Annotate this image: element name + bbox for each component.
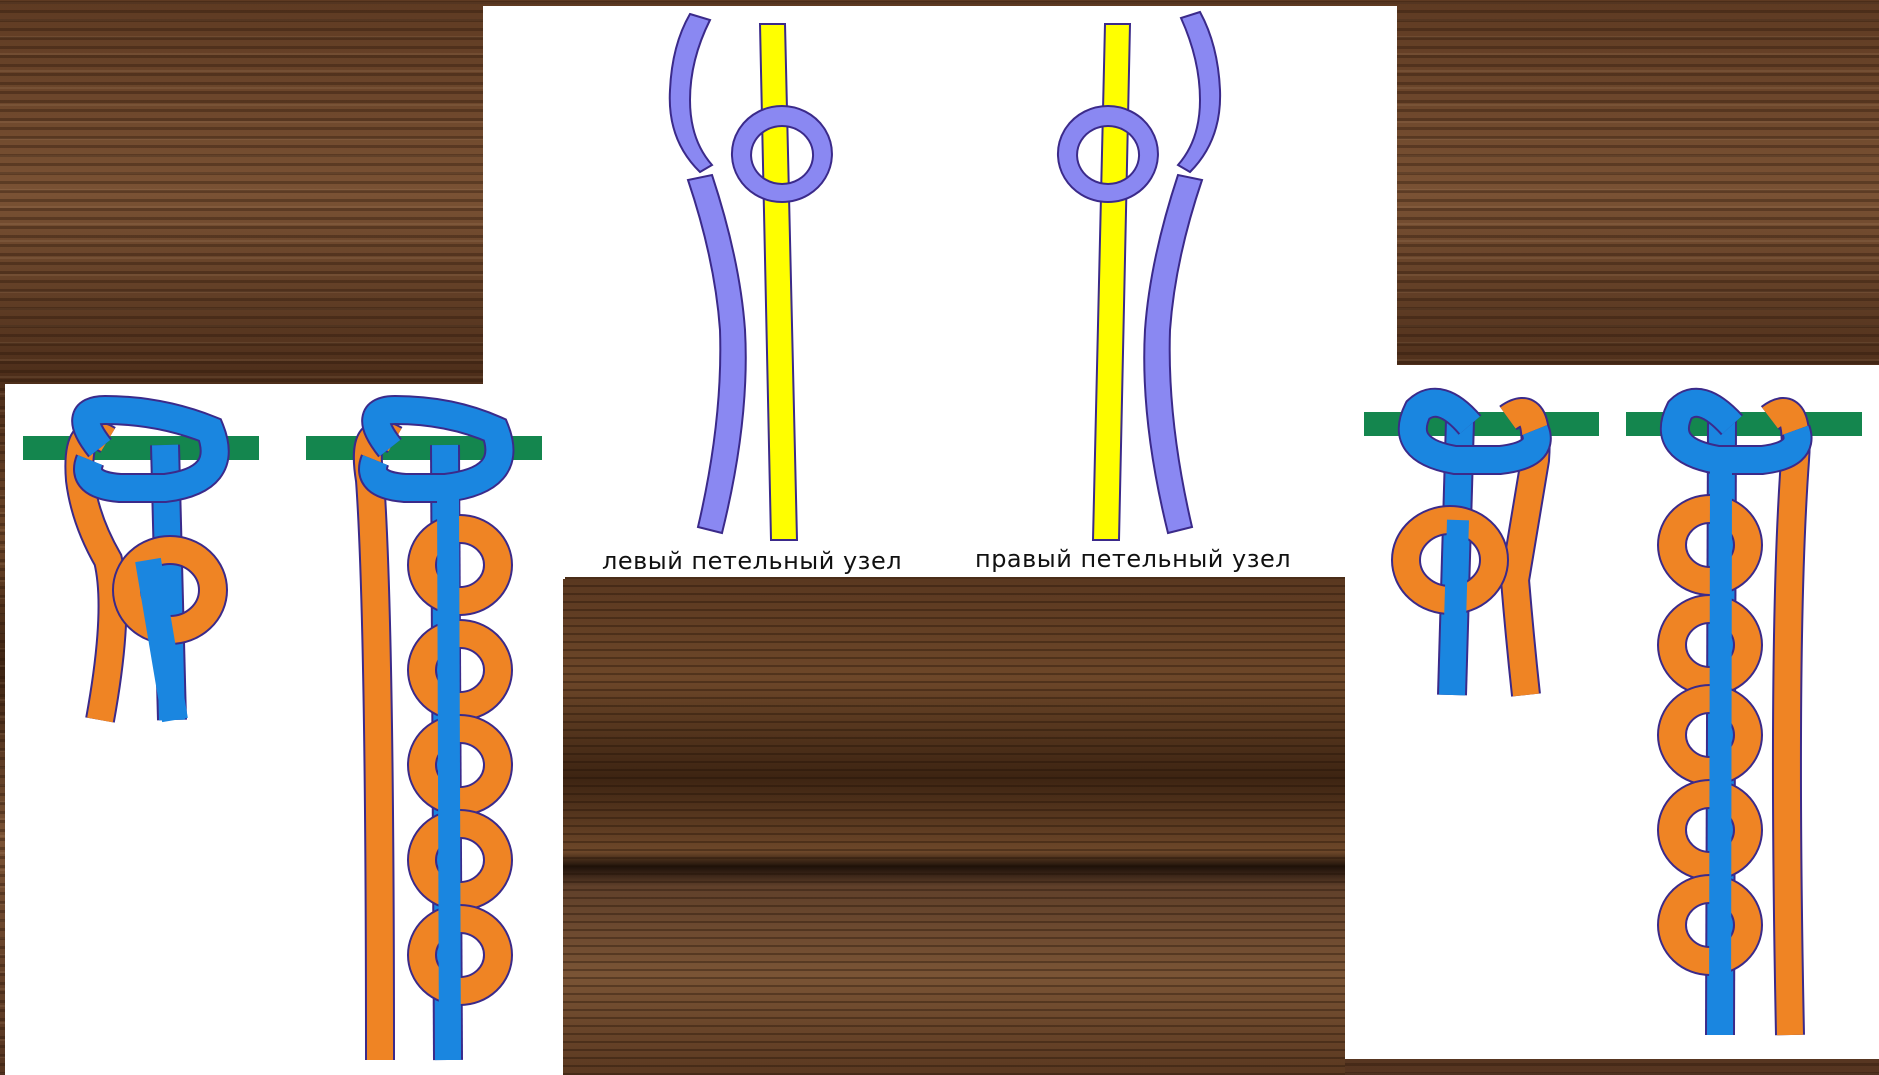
right-chain-diagram (0, 0, 1879, 1075)
